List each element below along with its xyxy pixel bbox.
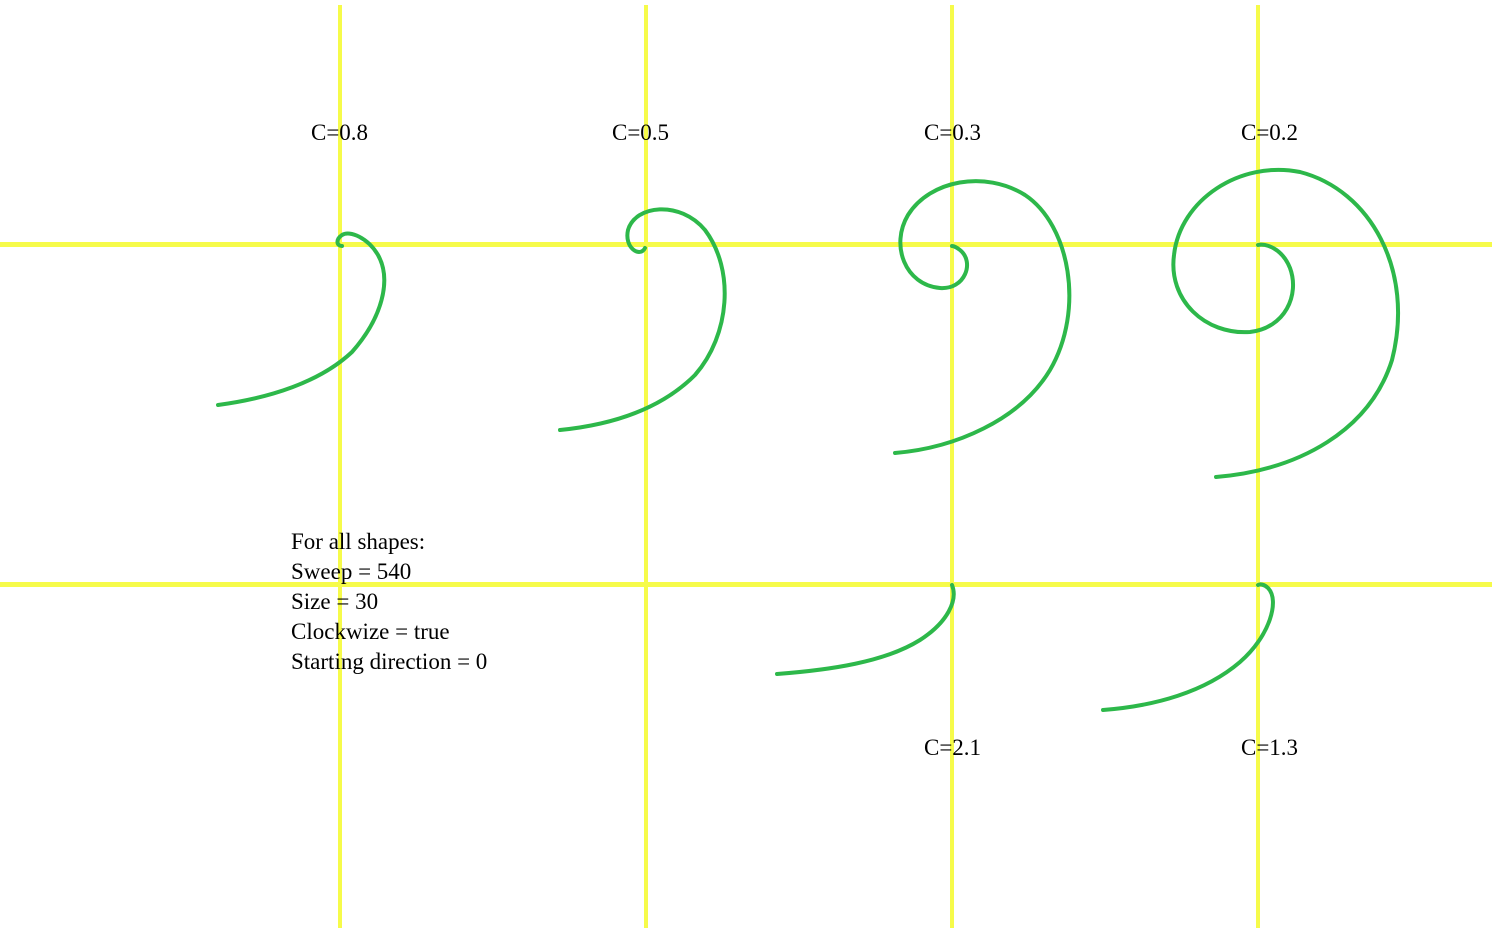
spiral-label: C=0.2 (1241, 120, 1299, 145)
note-clockwise: Clockwize = true (291, 619, 450, 644)
note-sweep: Sweep = 540 (291, 559, 412, 584)
spiral-curve-c-0-3 (893, 179, 1072, 455)
guide-line-horizontal (0, 242, 1492, 247)
note-size: Size = 30 (291, 589, 379, 614)
spiral-curve-c-1-3 (1101, 582, 1275, 712)
notes-heading: For all shapes: (291, 529, 426, 554)
spiral-label: C=0.3 (924, 120, 982, 145)
spiral-curve-c-0-8 (216, 231, 387, 407)
note-start-direction: Starting direction = 0 (291, 649, 488, 674)
guide-line-vertical (644, 5, 648, 928)
spiral-label: C=2.1 (924, 735, 982, 760)
guide-line-vertical (338, 5, 342, 928)
spiral-curve-c-2-1 (775, 583, 956, 676)
spiral-label: C=0.5 (612, 120, 670, 145)
spiral-curve-c-0-2 (1171, 167, 1401, 479)
guide-line-vertical (950, 5, 954, 928)
spiral-label: C=1.3 (1241, 735, 1299, 760)
spiral-label: C=0.8 (311, 120, 369, 145)
guide-line-horizontal (0, 582, 1492, 587)
guide-line-vertical (1256, 5, 1260, 928)
parameter-notes: For all shapes: Sweep = 540 Size = 30 Cl… (291, 527, 487, 677)
spiral-curve-c-0-5 (558, 207, 727, 432)
